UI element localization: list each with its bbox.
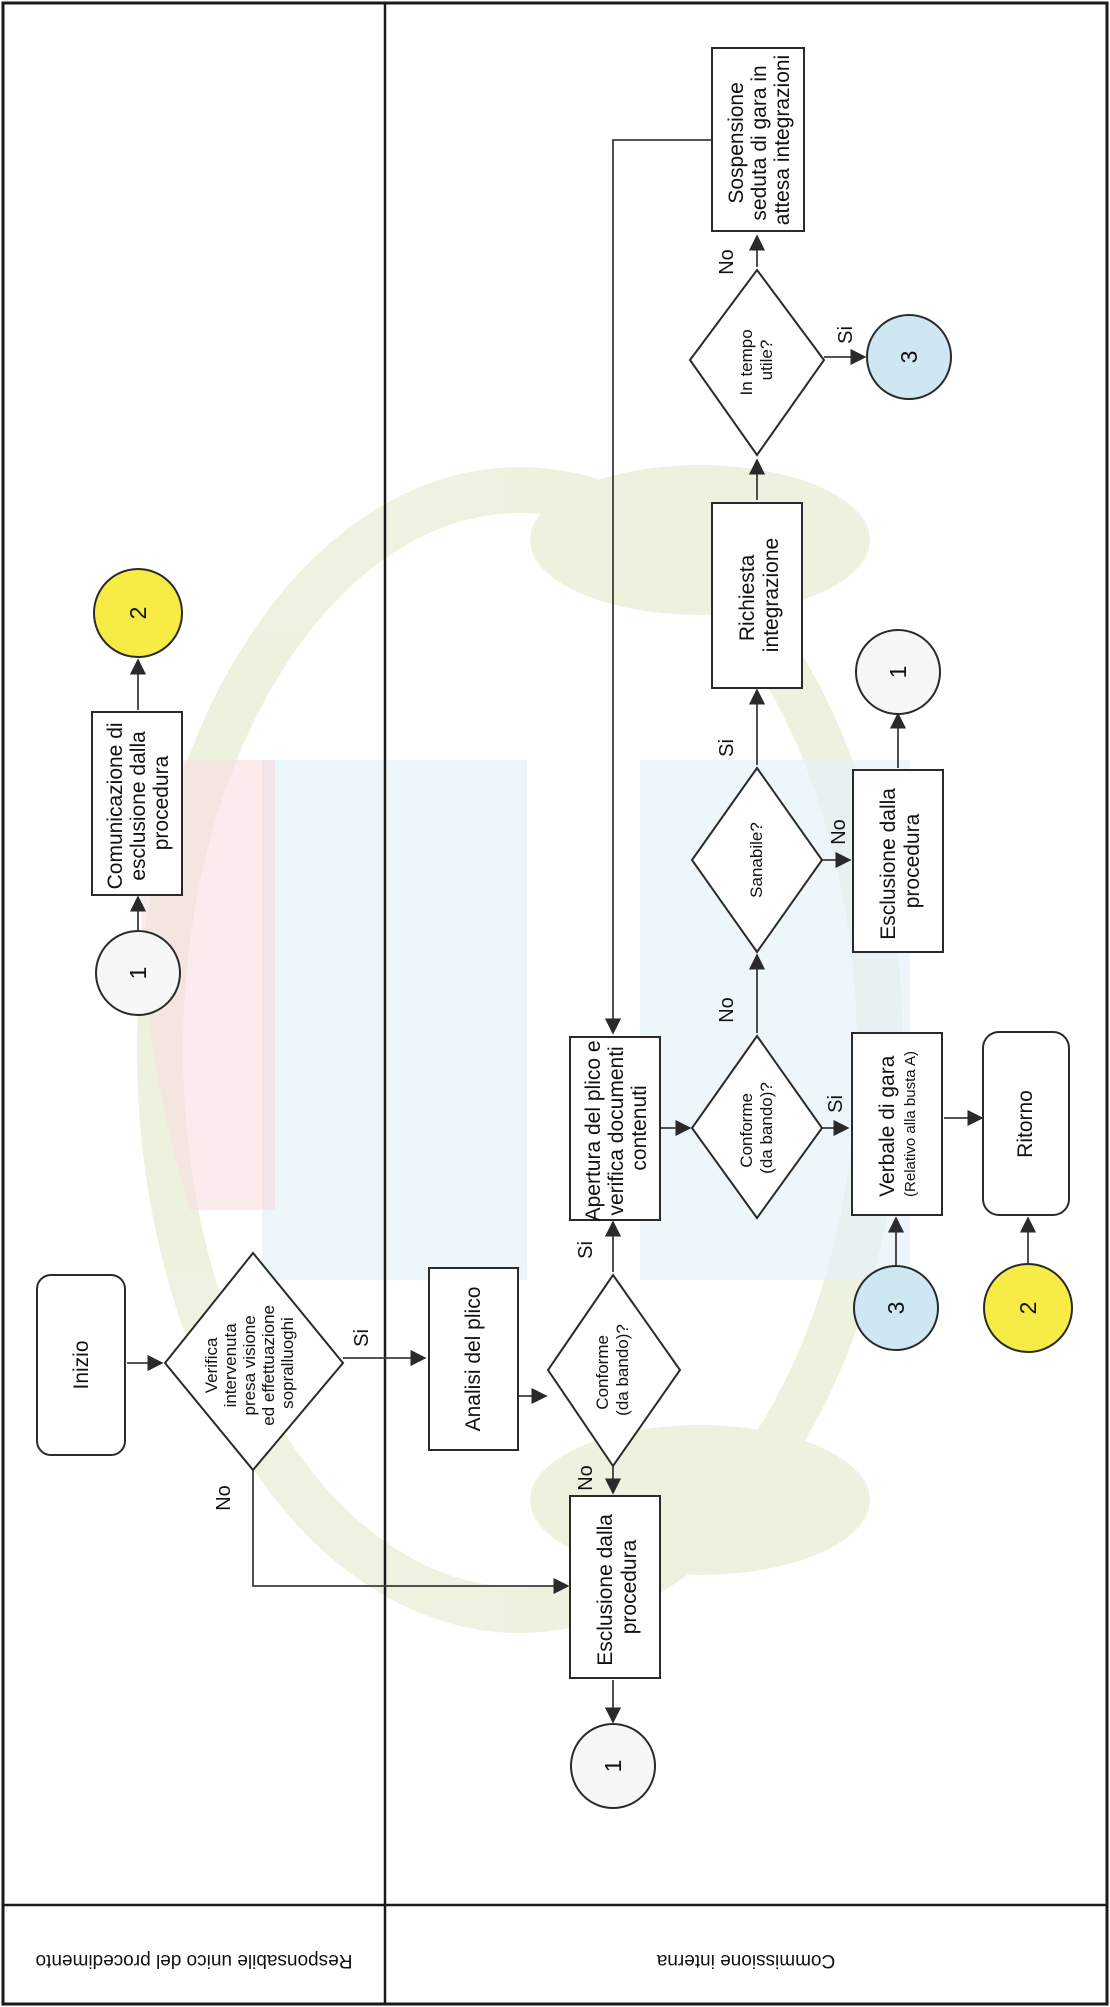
edge-label-verifica-si: Si [351,1329,373,1347]
node-sospensione-line-1: Sospensione [725,82,748,203]
svg-text:Richiesta integrazione: Richiesta integrazione [736,538,783,652]
node-analisi: Analisi del plico [428,1267,519,1451]
node-conforme1-line-1: Conforme [593,1335,612,1410]
node-richiesta: Richiesta integrazione [711,502,803,689]
connector-1-rup-label: 1 [125,967,151,980]
edges [127,139,1037,1724]
node-comunicazione-line-1: Comunicazione di [104,722,127,889]
connector-2-ritorno-label: 2 [1015,1302,1041,1315]
node-conforme2-line-1: Conforme [737,1093,756,1168]
svg-text:Apertura del plico e ver: Apertura del plico e verifica documenti … [582,1035,651,1222]
edge-label-sanabile-no: No [828,819,850,845]
svg-text:In tempo utile?: In tempo utile? [737,325,776,396]
lane-label-rup: Responsabile unico del procedimento [36,1950,353,1971]
connector-2-rup: 2 [93,568,183,658]
node-comunicazione: Comunicazione di esclusione dalla proced… [91,711,183,896]
node-ritorno: Ritorno [982,1031,1070,1216]
node-inizio: Inizio [36,1274,126,1456]
connector-3-verbale-label: 3 [883,1302,909,1315]
connector-1-esclusione2-label: 1 [885,666,911,679]
node-esclusione1: Esclusione dalla procedura [569,1495,661,1679]
node-conforme2-decision: Conforme (da bando)? [690,1034,824,1220]
connector-1-esclusione1-label: 1 [600,1760,626,1773]
node-comunicazione-line-3: procedura [150,755,173,850]
connector-2-rup-label: 2 [125,607,151,620]
connector-3-verbale: 3 [853,1265,939,1351]
node-esclusione1-line-2: procedura [618,1539,641,1634]
edge-label-verifica-no: No [213,1485,235,1511]
edge-verifica-esclusione-no [252,1470,570,1595]
svg-text:Sospensione seduta di ga: Sospensione seduta di gara in attesa int… [725,55,794,225]
edge-labels: Si No Si No No Si Si No No Si [213,249,857,1511]
node-conforme1-decision: Conforme (da bando)? [546,1273,682,1468]
edge-label-conforme2-si: Si [825,1095,847,1113]
node-richiesta-line-1: Richiesta [736,554,759,641]
node-apertura-line-1: Apertura del plico e [582,1040,605,1221]
svg-text:Conforme (da bando)?: Conforme (da bando)? [737,1082,776,1174]
edge-label-sanabile-si: Si [716,739,738,757]
edge-label-conforme1-no: No [575,1465,597,1491]
svg-text:Esclusione dalla procedu: Esclusione dalla procedura [594,1508,641,1666]
node-sospensione-line-3: attesa integrazioni [771,55,794,225]
lane-label-commissione: Commissione interna [656,1950,835,1971]
edge-label-conforme2-no: No [716,997,738,1023]
node-esclusione2: Esclusione dalla procedura [852,769,944,953]
svg-text:Verifica intervenuta: Verifica intervenuta presa visione ed ef… [202,1300,297,1425]
node-inizio-label: Inizio [70,1340,93,1389]
node-apertura-line-2: verifica documenti [605,1046,628,1215]
svg-text:Conforme (da bando)?: Conforme (da bando)? [593,1324,632,1416]
node-esclusione2-line-2: procedura [901,813,924,908]
node-esclusione2-line-1: Esclusione dalla [877,788,900,940]
node-sanabile-decision: Sanabile? [690,766,824,954]
node-richiesta-line-2: integrazione [760,538,783,652]
node-verbale: Verbale di gara (Relativo alla busta A) [851,1032,943,1216]
edge-label-conforme1-si: Si [575,1241,597,1259]
connector-3-tempo: 3 [866,314,952,400]
node-verifica-line-5: sopralluoghi [278,1317,297,1409]
node-apertura: Apertura del plico e verifica documenti … [569,1035,661,1222]
node-verifica-line-2: intervenuta [221,1323,240,1408]
node-tempo-decision: In tempo utile? [688,268,826,457]
node-conforme2-line-2: (da bando)? [757,1082,776,1174]
node-apertura-line-3: contenuti [628,1085,651,1170]
node-tempo-line-1: In tempo [737,329,756,395]
node-verifica-line-3: presa visione [240,1315,259,1415]
node-tempo-line-2: utile? [757,340,776,381]
node-sospensione: Sospensione seduta di gara in attesa int… [711,47,805,232]
node-analisi-label: Analisi del plico [462,1287,485,1432]
node-verbale-line-1: Verbale di gara [876,1055,899,1197]
connector-1-esclusione1: 1 [570,1723,656,1809]
node-verifica-line-4: ed effettuazione [259,1305,278,1426]
edge-label-tempo-si: Si [835,326,857,344]
svg-text:Esclusione dalla procedu: Esclusione dalla procedura [877,782,924,940]
node-verifica-line-1: Verifica [202,1337,221,1393]
connector-3-tempo-label: 3 [896,351,922,364]
node-conforme1-line-2: (da bando)? [613,1324,632,1416]
node-sanabile-label: Sanabile? [747,822,766,898]
node-sospensione-line-2: seduta di gara in [748,65,771,220]
node-esclusione1-line-1: Esclusione dalla [594,1514,617,1666]
connector-1-rup: 1 [95,930,181,1016]
node-verbale-line-2: (Relativo alla busta A) [902,1051,919,1197]
node-verifica-decision: Verifica intervenuta presa visione ed ef… [163,1251,345,1472]
edge-label-tempo-no: No [716,249,738,275]
node-comunicazione-line-2: esclusione dalla [127,731,150,881]
connector-2-ritorno: 2 [983,1263,1073,1353]
connector-1-esclusione2: 1 [855,629,941,715]
edge-sospensione-apertura-loop [604,139,712,1035]
svg-text:Comunicazione di esclusi: Comunicazione di esclusione dalla proced… [104,717,173,890]
node-ritorno-label: Ritorno [1014,1090,1037,1158]
svg-text:Verbale di gara (Relativ: Verbale di gara (Relativo alla busta A) [876,1051,919,1197]
